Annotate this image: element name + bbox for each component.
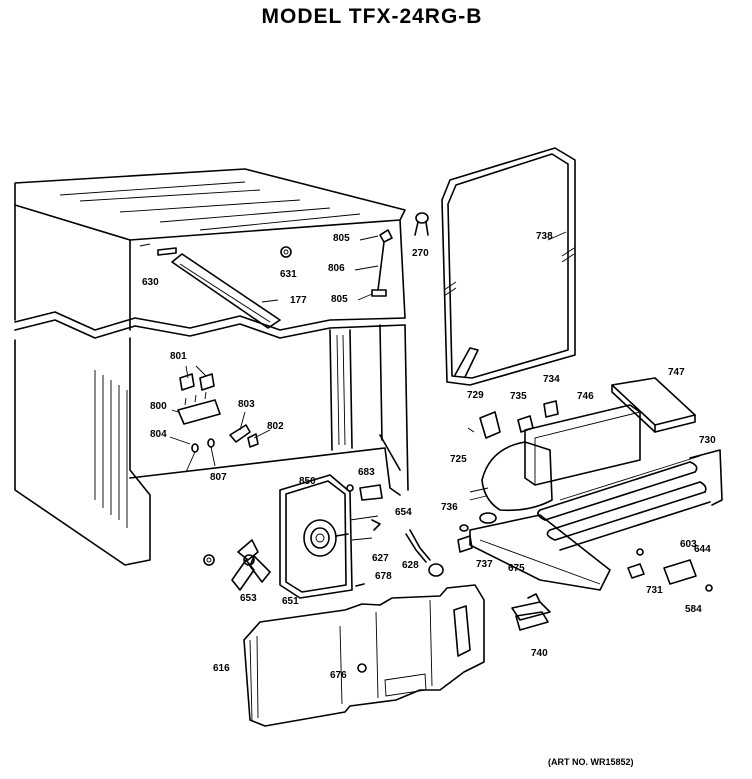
defrost-tube-assembly bbox=[354, 229, 393, 301]
callout-805b: 805 bbox=[331, 294, 348, 305]
callout-616: 616 bbox=[213, 663, 230, 674]
callout-729: 729 bbox=[467, 390, 484, 401]
callout-746: 746 bbox=[577, 391, 594, 402]
callout-675: 675 bbox=[508, 563, 525, 574]
clip-740 bbox=[511, 593, 551, 631]
callout-805a: 805 bbox=[333, 233, 350, 244]
door-gasket-738 bbox=[441, 147, 576, 386]
control-components bbox=[169, 365, 271, 473]
callout-803: 803 bbox=[238, 399, 255, 410]
callout-653: 653 bbox=[240, 593, 257, 604]
callout-737: 737 bbox=[476, 559, 493, 570]
callout-807: 807 bbox=[210, 472, 227, 483]
callout-676: 676 bbox=[330, 670, 347, 681]
callout-628: 628 bbox=[402, 560, 419, 571]
callout-730: 730 bbox=[699, 435, 716, 446]
callout-584: 584 bbox=[685, 604, 702, 615]
callout-735: 735 bbox=[510, 391, 527, 402]
callout-654: 654 bbox=[395, 507, 412, 518]
callout-631: 631 bbox=[280, 269, 297, 280]
callout-740: 740 bbox=[531, 648, 548, 659]
callout-806: 806 bbox=[328, 263, 345, 274]
callout-603: 603 bbox=[680, 539, 697, 550]
callout-labels: 805 806 805 270 631 177 630 738 801 800 803 802 804 8… bbox=[142, 231, 716, 681]
callout-747: 747 bbox=[668, 367, 685, 378]
condenser-bracket-747 bbox=[611, 377, 696, 433]
nut-653 bbox=[203, 554, 215, 566]
relay-729-735-734 bbox=[467, 400, 559, 439]
callout-644: 644 bbox=[694, 544, 711, 555]
compressor-bracket-746 bbox=[524, 404, 641, 486]
callout-678: 678 bbox=[375, 571, 392, 582]
callout-725: 725 bbox=[450, 454, 467, 465]
fan-bracket bbox=[279, 474, 444, 599]
bracket-644-731 bbox=[627, 548, 713, 592]
diagram-title: MODEL TFX-24RG-B bbox=[262, 5, 483, 28]
callout-177: 177 bbox=[290, 295, 307, 306]
refrigerator-cabinet bbox=[14, 168, 409, 566]
callout-630: 630 bbox=[142, 277, 159, 288]
callout-736: 736 bbox=[441, 502, 458, 513]
callout-800: 800 bbox=[150, 401, 167, 412]
callout-804: 804 bbox=[150, 429, 167, 440]
grommet-736 bbox=[457, 524, 473, 553]
fan-blade-651 bbox=[231, 539, 271, 591]
callout-270: 270 bbox=[412, 248, 429, 259]
access-panel-616 bbox=[243, 584, 485, 727]
callout-801: 801 bbox=[170, 351, 187, 362]
callout-734: 734 bbox=[543, 374, 560, 385]
callout-683: 683 bbox=[358, 467, 375, 478]
callout-802: 802 bbox=[267, 421, 284, 432]
callout-850: 850 bbox=[299, 476, 316, 487]
knob-270 bbox=[414, 212, 429, 236]
callout-627: 627 bbox=[372, 553, 389, 564]
base-pan bbox=[469, 514, 611, 591]
compressor-725 bbox=[469, 441, 553, 524]
callout-651: 651 bbox=[282, 596, 299, 607]
art-number: (ART NO. WR15852) bbox=[548, 757, 634, 767]
callout-738: 738 bbox=[536, 231, 553, 242]
callout-731: 731 bbox=[646, 585, 663, 596]
